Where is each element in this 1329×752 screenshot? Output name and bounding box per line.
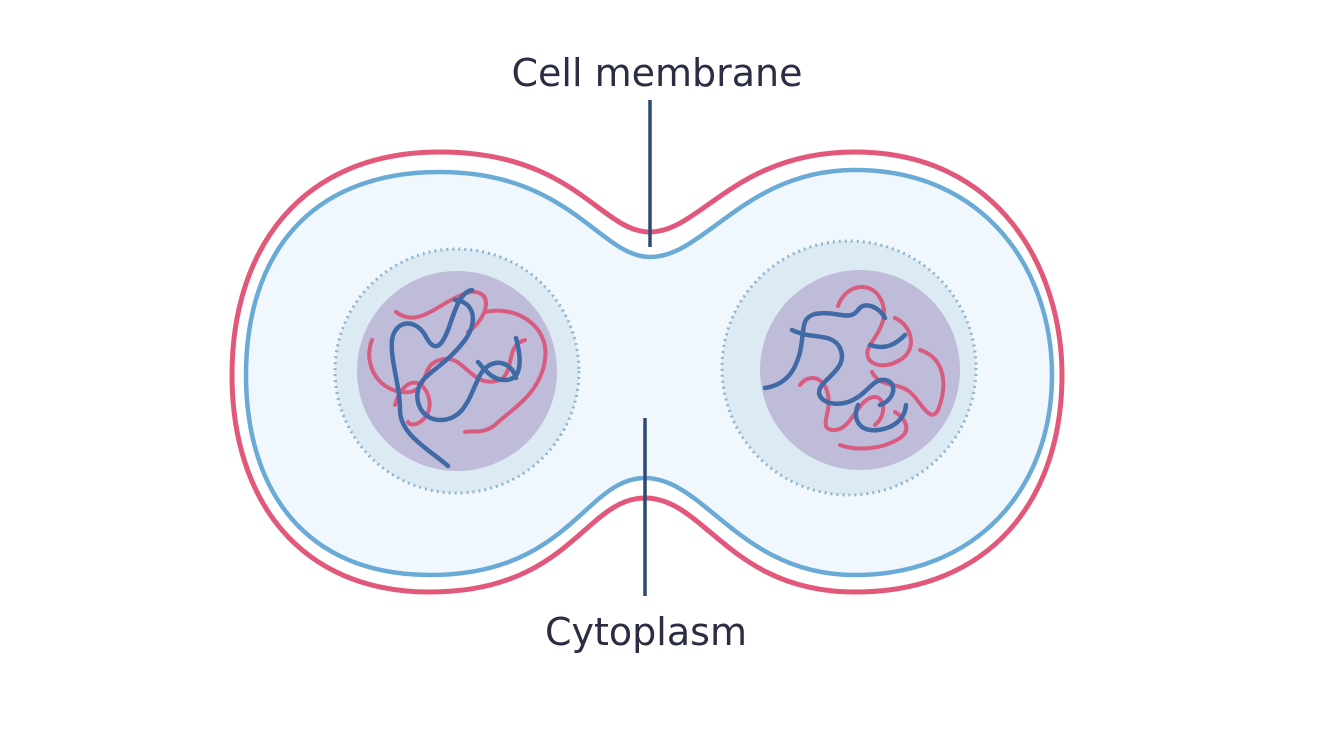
cell-membrane-label: Cell membrane [511,51,802,95]
cytoplasm-label: Cytoplasm [545,610,747,654]
right-nucleus-core [760,270,960,470]
left-chromosome-red-3 [463,308,548,434]
right-chromosome-blue-1 [762,303,888,391]
right-chromosomes [762,285,946,451]
right-chromosome-blue-3 [853,402,909,433]
left-nucleus [333,247,581,495]
left-chromosome-red-2 [367,338,527,395]
left-chromosome-blue-3 [475,335,522,383]
right-nucleus [720,239,978,497]
right-chromosome-blue-2 [789,327,896,408]
left-chromosome-red-4 [393,380,432,427]
right-chromosome-blue-4 [867,332,908,350]
left-chromosomes [367,287,548,469]
left-chromosome-blue-1 [389,287,475,469]
left-chromosome-blue-2 [415,297,519,423]
